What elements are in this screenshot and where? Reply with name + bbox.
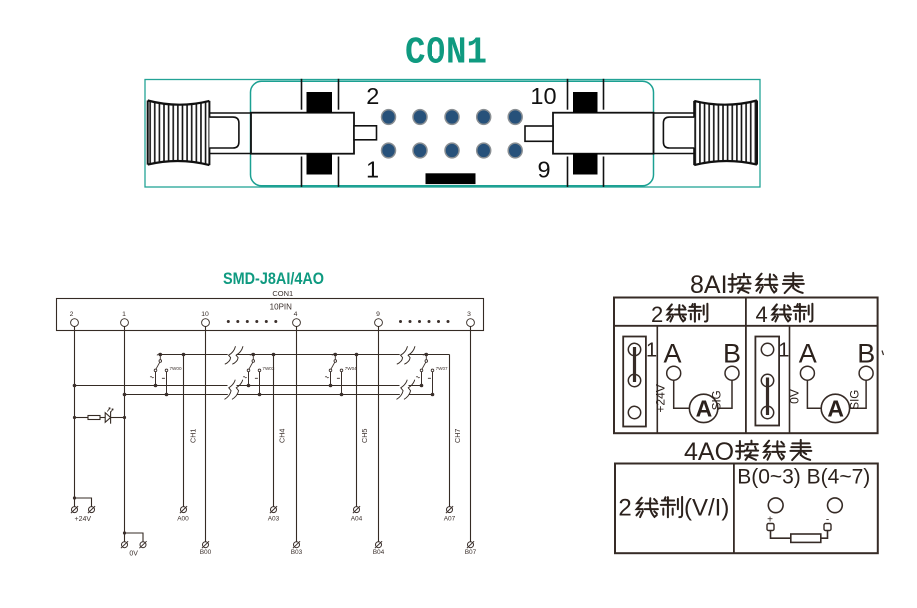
svg-text:A: A: [799, 339, 817, 369]
svg-text:A: A: [696, 396, 713, 422]
svg-text:+: +: [767, 515, 773, 526]
svg-text:1: 1: [778, 339, 789, 361]
svg-text:B: B: [857, 339, 875, 369]
svg-text:10: 10: [201, 311, 209, 318]
svg-text:CON1: CON1: [272, 289, 293, 298]
svg-text:A: A: [827, 396, 844, 422]
svg-text:A07: A07: [444, 515, 456, 522]
svg-text:1: 1: [122, 311, 126, 318]
svg-text:CH5: CH5: [360, 429, 369, 443]
svg-text:4AO: 4AO: [684, 438, 734, 466]
svg-text:B07: B07: [465, 549, 477, 556]
svg-text:9: 9: [537, 157, 550, 183]
svg-text:0V: 0V: [129, 551, 138, 558]
svg-text:2: 2: [618, 495, 631, 522]
svg-text:B03: B03: [291, 549, 303, 556]
svg-text:7W04: 7W04: [345, 366, 357, 371]
svg-text:+24V: +24V: [75, 516, 92, 523]
svg-text:A: A: [664, 339, 682, 369]
svg-text:9: 9: [376, 311, 380, 318]
svg-text:B00: B00: [200, 549, 212, 556]
svg-text:1: 1: [366, 157, 379, 183]
svg-text:2: 2: [70, 311, 74, 318]
svg-text:+24V: +24V: [653, 384, 667, 412]
svg-text:A04: A04: [351, 515, 363, 522]
svg-text:7W00: 7W00: [170, 366, 182, 371]
svg-text:10PIN: 10PIN: [270, 303, 292, 312]
svg-text:CH1: CH1: [189, 429, 198, 443]
svg-text:2: 2: [366, 83, 379, 109]
svg-text:10: 10: [530, 83, 556, 109]
svg-text:4: 4: [756, 302, 768, 327]
svg-text:C0N1: C0N1: [405, 32, 487, 75]
svg-text:SIG: SIG: [711, 390, 723, 410]
svg-text:8AI: 8AI: [690, 271, 728, 299]
svg-text:3: 3: [467, 311, 471, 318]
svg-text:A03: A03: [268, 515, 280, 522]
svg-text:B(0~3) B(4~7): B(0~3) B(4~7): [737, 466, 870, 489]
svg-text:B04: B04: [373, 549, 385, 556]
svg-text:7W03: 7W03: [262, 366, 274, 371]
svg-text:1: 1: [646, 339, 657, 361]
svg-text:CH4: CH4: [278, 429, 287, 443]
svg-text:2: 2: [651, 302, 663, 327]
svg-text:B: B: [723, 339, 741, 369]
svg-text:0V: 0V: [788, 389, 802, 404]
svg-text:4: 4: [294, 311, 298, 318]
svg-text:(V/I): (V/I): [684, 495, 729, 522]
svg-text:-: -: [826, 515, 829, 526]
svg-text:7W07: 7W07: [436, 366, 448, 371]
svg-text:CH7: CH7: [453, 429, 462, 443]
svg-text:A00: A00: [177, 515, 189, 522]
svg-text:SIG: SIG: [849, 390, 861, 410]
svg-text:SMD-J8AI/4AO: SMD-J8AI/4AO: [223, 269, 324, 288]
